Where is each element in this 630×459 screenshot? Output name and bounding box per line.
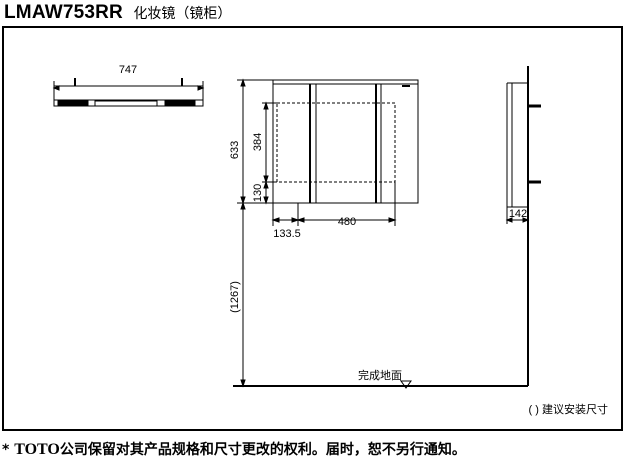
asterisk: * bbox=[2, 442, 10, 458]
dim-mount-height: (1267) bbox=[229, 281, 241, 313]
installation-note: ( ) 建议安装尺寸 bbox=[529, 402, 608, 416]
dim-depth: 142 bbox=[509, 208, 527, 220]
product-subtitle: 化妆镜（镜柜） bbox=[133, 5, 232, 21]
dim-height-lower: 130 bbox=[252, 184, 264, 202]
dim-offset-left: 133.5 bbox=[273, 228, 301, 240]
disclaimer-text: 公司保留对其产品规格和尺寸更改的权利。届时，恕不另行通知。 bbox=[59, 442, 466, 458]
floor-label: 完成地面 bbox=[358, 368, 402, 382]
top-view bbox=[52, 78, 205, 107]
disclaimer: * TOTO公司保留对其产品规格和尺寸更改的权利。届时，恕不另行通知。 bbox=[2, 439, 466, 459]
page-title: LMAW753RR 化妆镜（镜柜） bbox=[4, 2, 231, 24]
dim-height-total: 633 bbox=[229, 141, 241, 159]
dim-height-upper: 384 bbox=[252, 133, 264, 151]
brand-name: TOTO bbox=[14, 441, 60, 458]
drawing-frame bbox=[2, 26, 623, 431]
front-view bbox=[233, 66, 529, 389]
dim-span-inner: 480 bbox=[338, 216, 356, 228]
model-number: LMAW753RR bbox=[4, 2, 123, 23]
side-view bbox=[505, 82, 541, 224]
dim-width-top: 747 bbox=[119, 64, 137, 76]
